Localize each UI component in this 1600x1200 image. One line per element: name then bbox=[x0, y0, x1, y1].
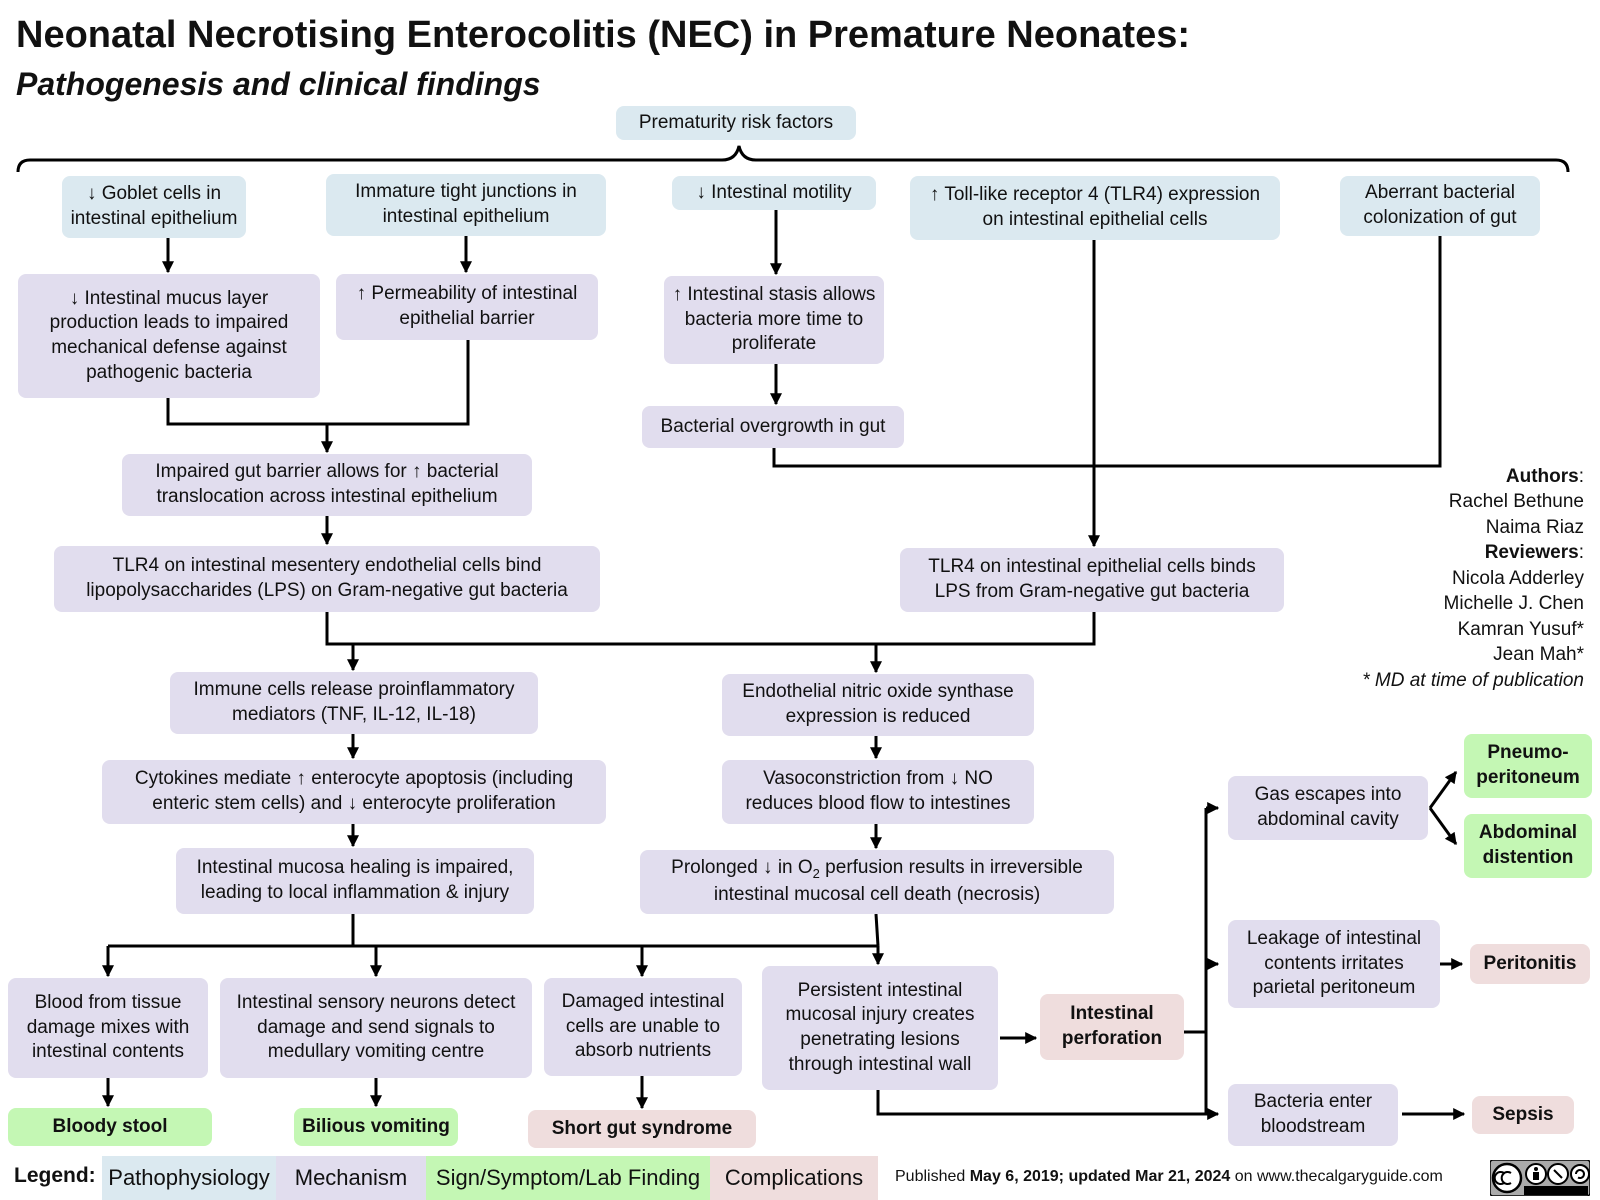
reviewer-name: Kamran Yusuf* bbox=[1457, 618, 1584, 640]
overgrowth-box: Bacterial overgrowth in gut bbox=[642, 406, 904, 448]
tlr4-mesentery-box: TLR4 on intestinal mesentery endothelial… bbox=[54, 546, 600, 612]
tight-junctions-box: Immature tight junctions in intestinal e… bbox=[326, 174, 606, 236]
legend-title: Legend: bbox=[14, 1164, 96, 1187]
legend-mechanism: Mechanism bbox=[276, 1156, 426, 1200]
risk-factor-brace bbox=[16, 145, 1570, 173]
vasoconstriction-box: Vasoconstriction from ↓ NO reduces blood… bbox=[722, 760, 1034, 824]
legend-bar: Legend: Pathophysiology Mechanism Sign/S… bbox=[0, 1156, 1600, 1200]
reviewer-name: Michelle J. Chen bbox=[1443, 593, 1584, 615]
sepsis-box: Sepsis bbox=[1472, 1096, 1574, 1134]
bloody-stool-box: Bloody stool bbox=[8, 1108, 212, 1146]
author-name: Rachel Bethune bbox=[1448, 491, 1584, 513]
healing-impaired-box: Intestinal mucosa healing is impaired, l… bbox=[176, 848, 534, 914]
impaired-barrier-box: Impaired gut barrier allows for ↑ bacter… bbox=[122, 454, 532, 516]
authors-panel: Authors: Rachel Bethune Naima Riaz Revie… bbox=[1362, 464, 1584, 693]
leakage-box: Leakage of intestinal contents irritates… bbox=[1228, 920, 1440, 1008]
perforation-box: Intestinal perforation bbox=[1040, 994, 1184, 1060]
nos-reduced-box: Endothelial nitric oxide synthase expres… bbox=[722, 674, 1034, 736]
motility-box: ↓ Intestinal motility bbox=[672, 176, 876, 210]
reviewer-name: Jean Mah* bbox=[1493, 644, 1584, 666]
permeability-box: ↑ Permeability of intestinal epithelial … bbox=[336, 274, 598, 340]
authors-label: Authors bbox=[1505, 466, 1579, 487]
persistent-injury-box: Persistent intestinal mucosal injury cre… bbox=[762, 966, 998, 1090]
legend-pathophysiology: Pathophysiology bbox=[102, 1156, 276, 1200]
creative-commons-by-nc-sa-icon bbox=[1490, 1160, 1590, 1196]
risk-factors-box: Prematurity risk factors bbox=[616, 106, 856, 140]
bilious-vomiting-box: Bilious vomiting bbox=[294, 1108, 458, 1146]
reviewers-label: Reviewers bbox=[1484, 542, 1579, 564]
sensory-neurons-box: Intestinal sensory neurons detect damage… bbox=[220, 978, 532, 1078]
cytokines-box: Cytokines mediate ↑ enterocyte apoptosis… bbox=[102, 760, 606, 824]
md-note: * MD at time of publication bbox=[1362, 669, 1584, 691]
reviewer-name: Nicola Adderley bbox=[1451, 567, 1584, 589]
author-name: Naima Riaz bbox=[1485, 516, 1584, 538]
goblet-cells-box: ↓ Goblet cells in intestinal epithelium bbox=[62, 176, 246, 238]
page-title: Neonatal Necrotising Enterocolitis (NEC)… bbox=[16, 14, 1191, 56]
short-gut-box: Short gut syndrome bbox=[528, 1110, 756, 1148]
tlr4-epithelial-box: TLR4 on intestinal epithelial cells bind… bbox=[900, 548, 1284, 612]
bacteria-bloodstream-box: Bacteria enter bloodstream bbox=[1228, 1084, 1398, 1146]
colonization-box: Aberrant bacterial colonization of gut bbox=[1340, 176, 1540, 236]
immune-cells-box: Immune cells release proinflammatory med… bbox=[170, 672, 538, 734]
published-info: Published May 6, 2019; updated Mar 21, 2… bbox=[895, 1168, 1443, 1185]
page-subtitle: Pathogenesis and clinical findings bbox=[16, 66, 541, 102]
stasis-box: ↑ Intestinal stasis allows bacteria more… bbox=[664, 276, 884, 364]
gas-escapes-box: Gas escapes into abdominal cavity bbox=[1228, 776, 1428, 840]
mucus-layer-box: ↓ Intestinal mucus layer production lead… bbox=[18, 274, 320, 398]
legend-complications: Complications bbox=[710, 1156, 878, 1200]
legend-sign-symptom: Sign/Symptom/Lab Finding bbox=[426, 1156, 710, 1200]
pneumoperitoneum-box: Pneumo-peritoneum bbox=[1464, 734, 1592, 798]
published-date: May 6, 2019; updated Mar 21, 2024 bbox=[969, 1168, 1231, 1185]
abdominal-distention-box: Abdominal distention bbox=[1464, 814, 1592, 878]
published-site: on www.thecalgaryguide.com bbox=[1230, 1168, 1443, 1185]
tlr4-expression-box: ↑ Toll-like receptor 4 (TLR4) expression… bbox=[910, 176, 1280, 240]
blood-mixes-box: Blood from tissue damage mixes with inte… bbox=[8, 978, 208, 1078]
necrosis-box: Prolonged ↓ in O2 perfusion results in i… bbox=[640, 850, 1114, 914]
peritonitis-box: Peritonitis bbox=[1470, 944, 1590, 984]
damaged-cells-box: Damaged intestinal cells are unable to a… bbox=[544, 978, 742, 1076]
